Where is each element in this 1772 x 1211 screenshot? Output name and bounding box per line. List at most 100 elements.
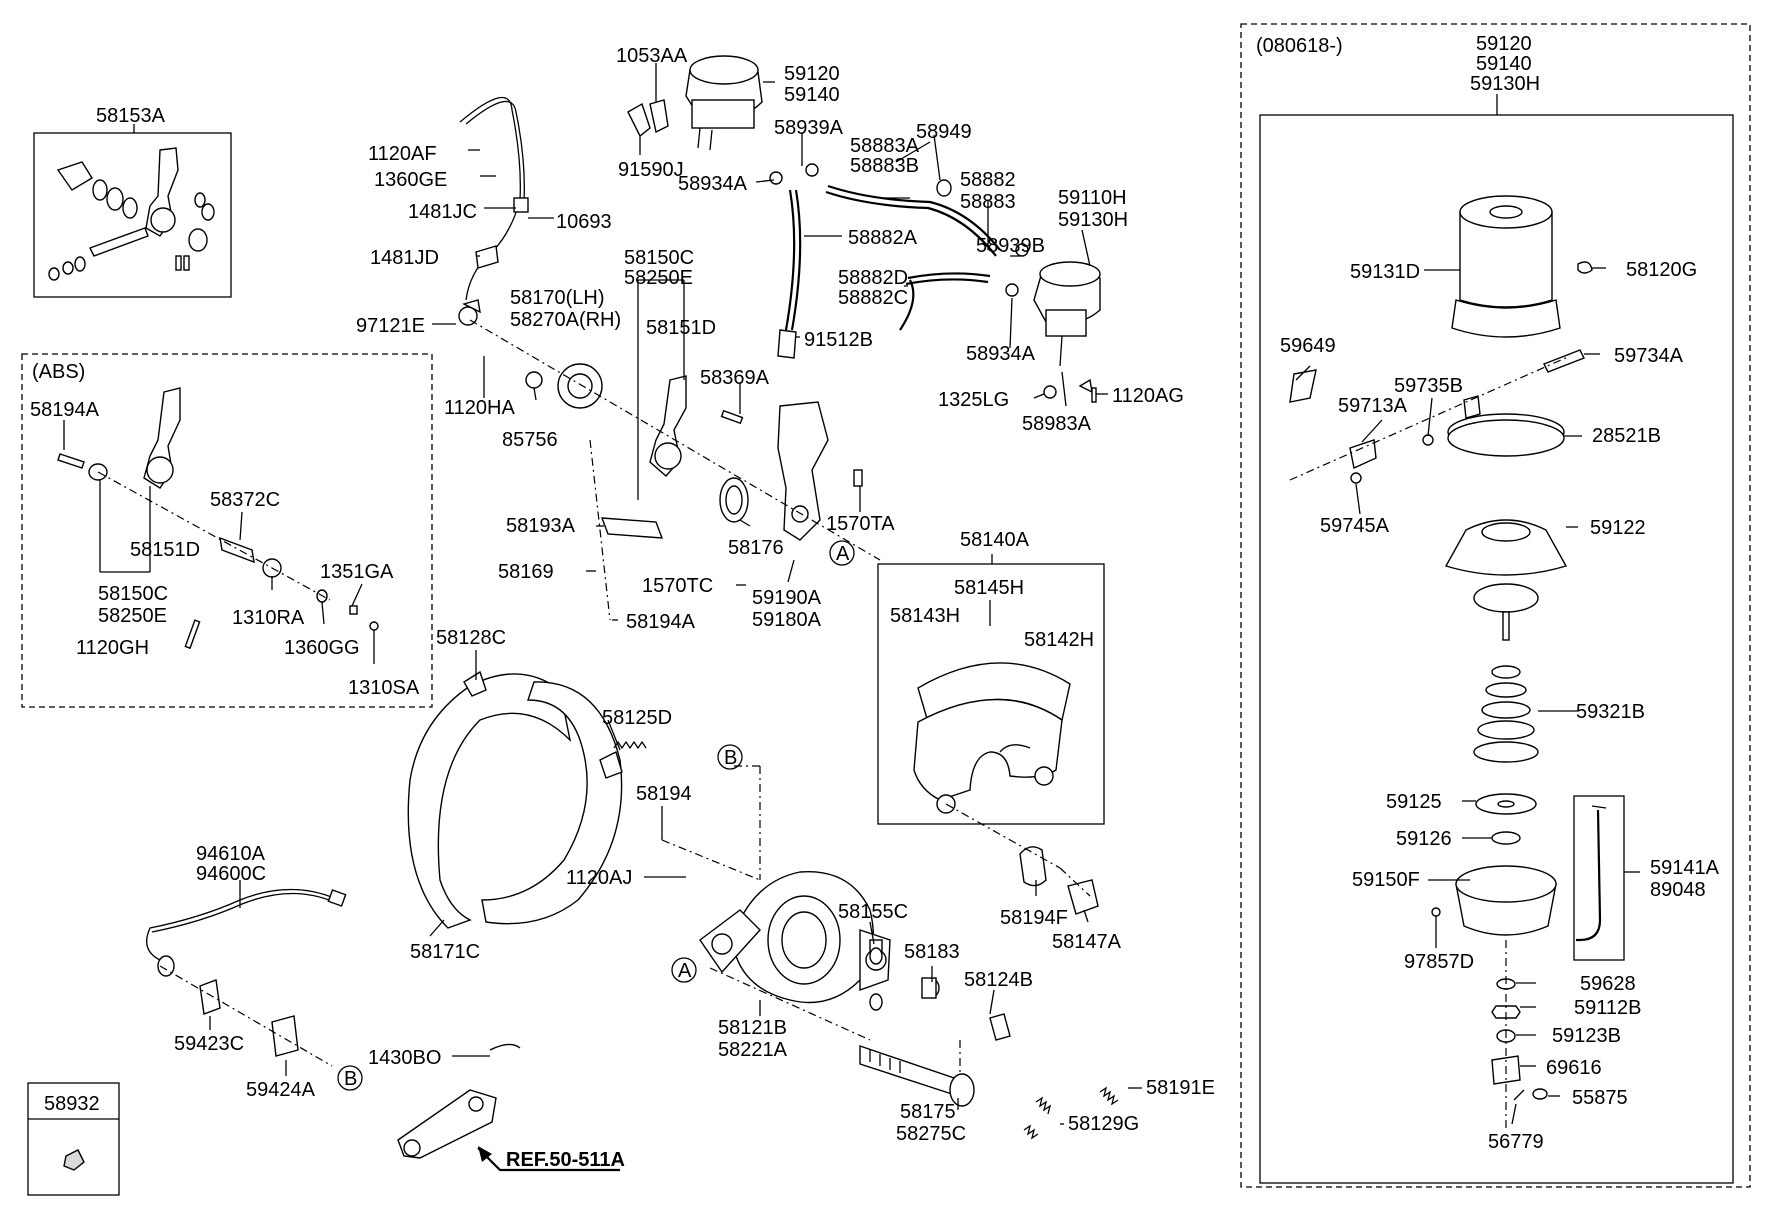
- label-1351GA: 1351GA: [320, 561, 394, 583]
- abs-sensor-cable-drawing: [458, 96, 529, 326]
- label-1310RA: 1310RA: [232, 607, 305, 629]
- brake-spider-drawing: [699, 870, 891, 1004]
- label-58193A: 58193A: [506, 515, 576, 537]
- label-B-top: B: [724, 747, 737, 769]
- label-58125D: 58125D: [602, 707, 672, 729]
- label-97857D: 97857D: [1404, 951, 1474, 973]
- label-ref-50-511A: REF.50-511A: [506, 1149, 625, 1171]
- label-1053AA: 1053AA: [616, 45, 688, 67]
- label-59131D: 59131D: [1350, 261, 1420, 283]
- camshaft-drawing: [859, 1045, 975, 1107]
- nut-58932-drawing: [63, 1149, 85, 1171]
- abs-wheel-sensor-drawing: [146, 888, 347, 1057]
- label-59140-right: 59140: [1476, 53, 1532, 75]
- label-58250E-abs: 58250E: [98, 605, 167, 627]
- label-1120AF: 1120AF: [368, 143, 437, 165]
- label-59140-top: 59140: [784, 84, 840, 106]
- label-59122: 59122: [1590, 517, 1646, 539]
- label-59130H-right: 59130H: [1470, 73, 1540, 95]
- label-94610A: 94610A: [196, 843, 266, 865]
- label-69616: 69616: [1546, 1057, 1602, 1079]
- label-59120-top: 59120: [784, 63, 840, 85]
- label-1310SA: 1310SA: [348, 677, 420, 699]
- label-58934A-right: 58934A: [966, 343, 1036, 365]
- label-59735B: 59735B: [1394, 375, 1463, 397]
- label-59628: 59628: [1580, 973, 1636, 995]
- label-58155C: 58155C: [838, 901, 908, 923]
- label-58883B: 58883B: [850, 155, 919, 177]
- label-56779: 56779: [1488, 1131, 1544, 1153]
- slack-adjuster-center-drawing: [525, 363, 863, 541]
- box-58140A: [877, 563, 1105, 825]
- label-58176: 58176: [728, 537, 784, 559]
- label-58147A: 58147A: [1052, 931, 1122, 953]
- label-58183: 58183: [904, 941, 960, 963]
- label-58221A: 58221A: [718, 1039, 788, 1061]
- label-1430BO: 1430BO: [368, 1047, 441, 1069]
- spring-58125D-drawing: [613, 740, 647, 750]
- label-58372C: 58372C: [210, 489, 280, 511]
- leader-lines: [63, 63, 1640, 1130]
- label-59112B: 59112B: [1574, 997, 1641, 1019]
- label-58270ARH: 58270A(RH): [510, 309, 621, 331]
- label-59141A: 59141A: [1650, 857, 1720, 879]
- slack-adjuster-kit-drawing: [48, 147, 215, 281]
- label-58939A: 58939A: [774, 117, 844, 139]
- box-080618-outer: [1240, 23, 1751, 1188]
- label-58169: 58169: [498, 561, 554, 583]
- pins-bushings-drawing: [869, 846, 1099, 1041]
- label-58143H: 58143H: [890, 605, 960, 627]
- label-58939B: 58939B: [976, 235, 1045, 257]
- label-10693: 10693: [556, 211, 612, 233]
- label-58194: 58194: [636, 783, 692, 805]
- label-59125: 59125: [1386, 791, 1442, 813]
- label-58949: 58949: [916, 121, 972, 143]
- label-58191E: 58191E: [1146, 1077, 1215, 1099]
- label-58153A: 58153A: [96, 105, 166, 127]
- brake-chamber-right-drawing: [1033, 261, 1101, 403]
- label-58934A-top: 58934A: [678, 173, 748, 195]
- label-58369A: 58369A: [700, 367, 770, 389]
- label-B-bottom: B: [344, 1068, 357, 1090]
- label-1120AJ: 1120AJ: [566, 867, 632, 889]
- label-1120AG: 1120AG: [1112, 385, 1184, 407]
- label-58882A: 58882A: [848, 227, 918, 249]
- label-58124B: 58124B: [964, 969, 1033, 991]
- dust-shield-drawing: [407, 670, 623, 929]
- label-58129G: 58129G: [1068, 1113, 1139, 1135]
- label-58150C-abs: 58150C: [98, 583, 168, 605]
- label-58150C-mid: 58150C: [624, 247, 694, 269]
- label-58151D-mid: 58151D: [646, 317, 716, 339]
- brake-shoe-kit-drawing: [913, 662, 1071, 814]
- label-58194A-abs: 58194A: [30, 399, 100, 421]
- label-58121B: 58121B: [718, 1017, 787, 1039]
- label-58883: 58883: [960, 191, 1016, 213]
- label-58882D: 58882D: [838, 267, 908, 289]
- label-080618: (080618-): [1256, 35, 1343, 57]
- label-85756: 85756: [502, 429, 558, 451]
- callout-circles: [337, 540, 855, 1091]
- air-hoses-drawing: [769, 163, 1029, 359]
- label-58275C: 58275C: [896, 1123, 966, 1145]
- label-1360GG: 1360GG: [284, 637, 360, 659]
- label-A-bottom: A: [678, 960, 692, 982]
- label-58128C: 58128C: [436, 627, 506, 649]
- label-59110H: 59110H: [1058, 187, 1127, 209]
- label-58145H: 58145H: [954, 577, 1024, 599]
- label-1481JC: 1481JC: [408, 201, 477, 223]
- label-1120GH: 1120GH: [76, 637, 149, 659]
- box-58932: [27, 1082, 120, 1196]
- label-55875: 55875: [1572, 1087, 1628, 1109]
- label-59321B: 59321B: [1576, 701, 1645, 723]
- label-58882C: 58882C: [838, 287, 908, 309]
- box-58153A: [33, 132, 232, 298]
- label-58194F: 58194F: [1000, 907, 1068, 929]
- label-59180A: 59180A: [752, 609, 822, 631]
- label-97121E: 97121E: [356, 315, 425, 337]
- label-94600C: 94600C: [196, 863, 266, 885]
- label-58932: 58932: [44, 1093, 100, 1115]
- label-58151D-abs: 58151D: [130, 539, 200, 561]
- label-58142H: 58142H: [1024, 629, 1094, 651]
- label-59120-right: 59120: [1476, 33, 1532, 55]
